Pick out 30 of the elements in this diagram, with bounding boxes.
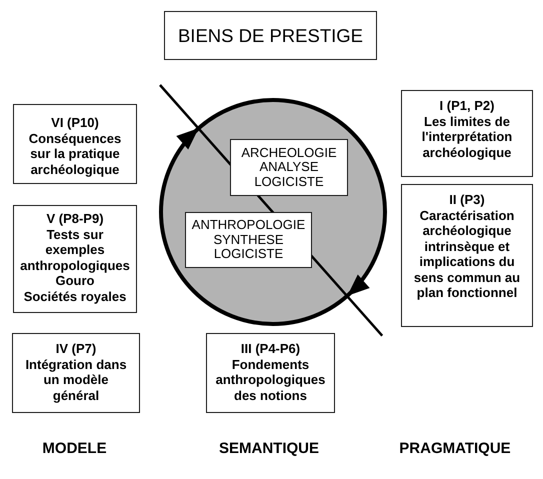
chapter-text: Gouro (56, 273, 94, 288)
chapter-box (13, 205, 137, 313)
column-label: PRAGMATIQUE (399, 440, 511, 458)
chapter-box (401, 184, 533, 327)
chapter-heading: II (P3) (449, 192, 485, 208)
cycle-circle (159, 98, 387, 326)
title-box (164, 11, 377, 60)
concept-text: ARCHEOLOGIE ANALYSE LOGICISTE (241, 146, 337, 190)
chapter-text: Sociétés royales (24, 288, 126, 304)
chapter-box (401, 90, 533, 177)
column-label: SEMANTIQUE (219, 440, 319, 458)
chapter-text: Fondements anthropologiques des notions (214, 356, 326, 403)
chapter-box (12, 333, 140, 413)
title-text: BIENS DE PRESTIGE (178, 24, 364, 46)
chapter-heading: IV (P7) (56, 341, 96, 356)
concept-text: ANTHROPOLOGIE SYNTHESE LOGICISTE (192, 218, 306, 262)
chapter-heading: VI (P10) (51, 115, 99, 130)
chapter-heading: V (P8-P9) (46, 211, 104, 226)
concept-box (230, 139, 348, 196)
chapter-heading: III (P4-P6) (240, 341, 300, 356)
concept-box (185, 212, 312, 268)
chapter-heading: I (P1, P2) (440, 98, 494, 114)
column-label: MODELE (42, 440, 107, 458)
chapter-text: Les limites de l'interprétation archéologique (420, 114, 514, 160)
chapter-text: Caractérisation archéologique intrinsèque et implications du sens commun au plan fonctionnel (412, 208, 522, 300)
chapter-text: Tests sur exemples anthropologiques (19, 226, 131, 273)
chapter-text: Conséquences sur la pratique archéologique (28, 130, 122, 177)
chapter-box (206, 333, 335, 413)
chapter-box (13, 104, 137, 184)
chapter-text: Intégration dans un modèle général (24, 356, 128, 403)
